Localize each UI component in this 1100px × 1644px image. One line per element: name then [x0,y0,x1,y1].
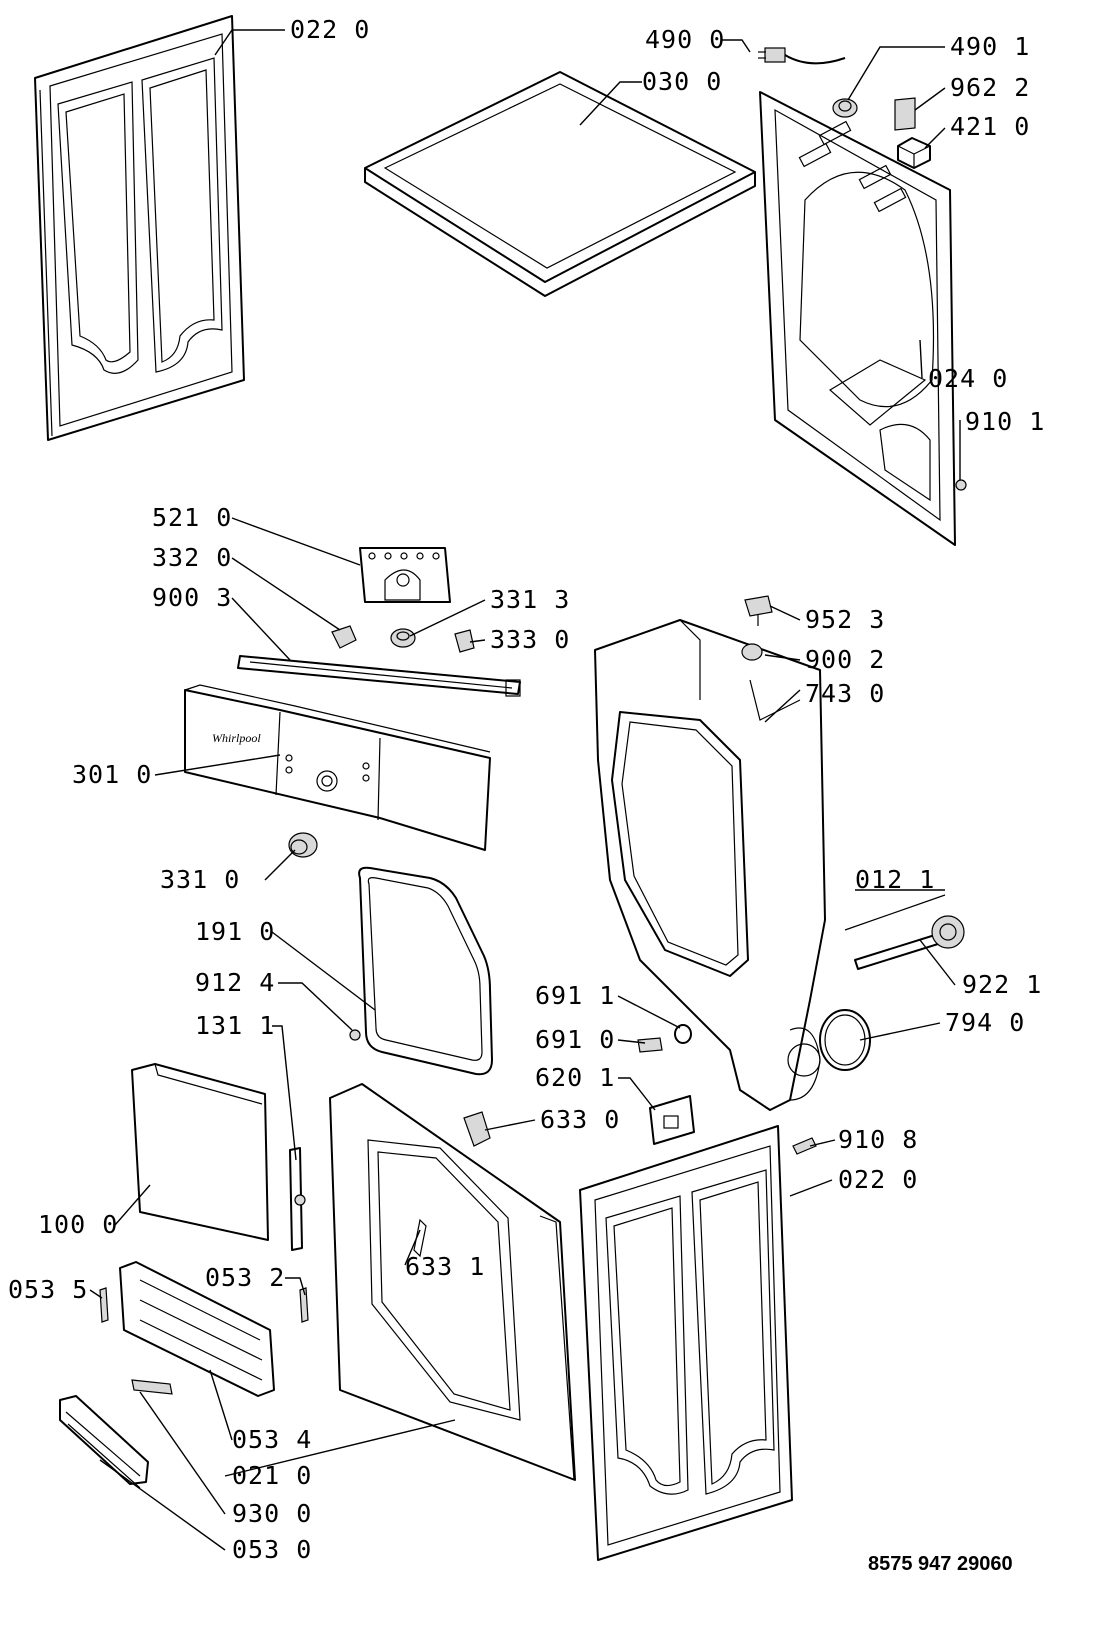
knob-331-3 [390,628,416,648]
drum-shaft [844,894,965,970]
callout-331-0: 331 0 [160,865,240,894]
callout-331-3: 331 3 [490,585,570,614]
hinge-633-0 [463,1111,491,1147]
callout-332-0: 332 0 [152,543,232,572]
callout-521-0: 521 0 [152,503,232,532]
filter-part-962 [894,97,916,131]
callout-022-0-top: 022 0 [290,15,370,44]
switch-332 [331,625,357,649]
callout-490-0: 490 0 [645,25,725,54]
callout-021-0: 021 0 [232,1461,312,1490]
callout-620-1: 620 1 [535,1063,615,1092]
front-panel [329,1083,576,1481]
callout-053-2: 053 2 [205,1263,285,1292]
callout-333-0: 333 0 [490,625,570,654]
control-panel-fascia: Whirlpool [184,684,491,851]
clip-900-2 [741,643,763,661]
svg-text:Whirlpool: Whirlpool [212,731,261,745]
pin-053-2 [299,1287,309,1323]
callout-910-1: 910 1 [965,407,1045,436]
callout-024-0: 024 0 [928,364,1008,393]
door-lock-620 [649,1095,695,1145]
door-hinge-strip [289,1147,306,1251]
lower-grille [59,1395,149,1489]
callout-952-3: 952 3 [805,605,885,634]
callout-922-1: 922 1 [962,970,1042,999]
callout-962-2: 962 2 [950,73,1030,102]
callout-053-5: 053 5 [8,1275,88,1304]
power-cord [758,47,846,65]
pin-053-5 [99,1287,109,1323]
kickplate [119,1261,275,1397]
door-panel [131,1063,269,1241]
callout-191-0: 191 0 [195,917,275,946]
ring-691-1 [674,1024,692,1044]
callout-900-2: 900 2 [805,645,885,674]
callout-131-1: 131 1 [195,1011,275,1040]
callout-053-4: 053 4 [232,1425,312,1454]
callout-930-0: 930 0 [232,1499,312,1528]
switch-333 [454,629,475,653]
screw-912-4 [349,1029,361,1041]
callout-910-8: 910 8 [838,1125,918,1154]
pcb-board [359,547,451,603]
screw-910-1 [955,479,967,491]
callout-633-0: 633 0 [540,1105,620,1134]
callout-421-0: 421 0 [950,112,1030,141]
callout-743-0: 743 0 [805,679,885,708]
callout-900-3: 900 3 [152,583,232,612]
top-lid [364,71,756,297]
bracket-930 [131,1379,173,1395]
side-panel-right [579,1125,793,1561]
door-gasket [358,866,493,1076]
callout-691-1: 691 1 [535,981,615,1010]
support-rail [237,655,521,697]
callout-030-0: 030 0 [642,67,722,96]
document-number: 8575 947 29060 [868,1553,1013,1575]
callout-490-1: 490 1 [950,32,1030,61]
callout-022-0-bottom: 022 0 [838,1165,918,1194]
callout-633-1: 633 1 [405,1252,485,1281]
callout-100-0: 100 0 [38,1210,118,1239]
knob-331-0 [288,832,318,858]
plug-691-0 [637,1037,663,1053]
callout-794-0: 794 0 [945,1008,1025,1037]
callout-labels: 022 0 490 0 490 1 030 0 962 2 421 0 024 … [8,15,1045,1564]
ring-seal-794 [819,1009,871,1071]
rear-panel [759,91,956,546]
drum-housing [594,619,826,1111]
callout-053-0: 053 0 [232,1535,312,1564]
leader-lines [89,29,961,1551]
sensor-952-3 [744,595,773,626]
callout-301-0: 301 0 [72,760,152,789]
callout-691-0: 691 0 [535,1025,615,1054]
block-part-421 [897,137,931,169]
callout-912-4: 912 4 [195,968,275,997]
screw-910-8 [792,1137,817,1155]
cord-bushing [832,98,858,118]
callout-012-1: 012 1 [855,865,935,894]
side-panel-left [34,15,245,441]
